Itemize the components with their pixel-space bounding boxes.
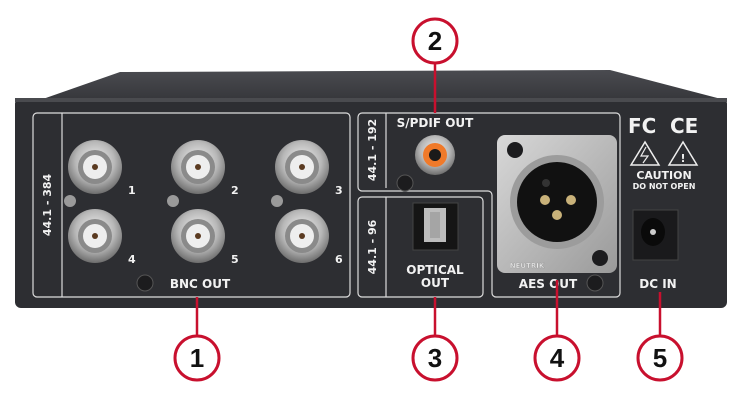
screw-icon: [592, 250, 608, 266]
svg-text:2: 2: [428, 26, 442, 56]
screw-icon: [271, 195, 283, 207]
do-not-open-label: DO NOT OPEN: [633, 182, 696, 191]
dc-in-label: DC IN: [639, 277, 676, 291]
dc-in-jack: [632, 209, 679, 261]
xlr-aes-connector: NEUTRIK: [497, 135, 617, 273]
optical-range-label: 44.1 - 96: [366, 219, 379, 274]
optical-label-line1: OPTICAL: [406, 263, 464, 277]
callout-2: 2: [411, 17, 459, 65]
bnc-connector-1: 1: [68, 140, 136, 197]
screw-icon: [64, 195, 76, 207]
panel-edge: [15, 98, 727, 102]
spdif-aes-section-outline: [357, 112, 621, 298]
bnc-connector-6: 6: [275, 209, 343, 266]
optical-label-line2: OUT: [421, 276, 450, 290]
callout-1: 1: [173, 334, 221, 382]
svg-text:4: 4: [550, 343, 565, 373]
bnc-connector-5: 5: [171, 209, 239, 266]
screw-icon: [586, 274, 604, 292]
fcc-mark: FC: [628, 114, 656, 138]
bnc-port-number: 2: [231, 184, 239, 197]
electric-hazard-icon: [629, 140, 661, 166]
screw-icon: [136, 274, 154, 292]
spdif-range-label: 44.1 - 192: [366, 119, 379, 181]
screw-icon: [167, 195, 179, 207]
caution-label: CAUTION: [636, 169, 691, 182]
bnc-connector-4: 4: [68, 209, 136, 266]
svg-text:3: 3: [428, 343, 442, 373]
bnc-port-number: 3: [335, 184, 343, 197]
rca-spdif-connector: [415, 135, 455, 175]
xlr-brand-logo: NEUTRIK: [510, 262, 545, 270]
bnc-section-outline: [32, 112, 351, 298]
callout-4: 4: [533, 334, 581, 382]
aes-out-label: AES OUT: [519, 277, 578, 291]
bnc-connector-3: 3: [275, 140, 343, 197]
bnc-connector-2: 2: [171, 140, 239, 197]
callout-leaders: [195, 63, 662, 336]
spdif-out-label: S/PDIF OUT: [397, 116, 475, 130]
callout-5: 5: [636, 334, 684, 382]
svg-text:1: 1: [190, 343, 204, 373]
screw-icon: [507, 142, 523, 158]
warning-exclamation: !: [680, 152, 685, 165]
bnc-port-number: 6: [335, 253, 343, 266]
bnc-port-number: 4: [128, 253, 136, 266]
bnc-out-label: BNC OUT: [170, 277, 231, 291]
svg-text:5: 5: [653, 343, 667, 373]
ce-mark: CE: [670, 114, 698, 138]
device-top-face: [40, 70, 725, 100]
lightning-bolt: [639, 146, 650, 164]
optical-toslink-connector: [412, 202, 459, 251]
bnc-port-number: 1: [128, 184, 136, 197]
warning-icon: [667, 140, 699, 166]
bnc-port-number: 5: [231, 253, 239, 266]
screw-icon: [396, 174, 414, 192]
bnc-connectors: 1 2 3 4 5 6: [64, 140, 343, 266]
callout-3: 3: [411, 334, 459, 382]
bnc-range-label: 44.1 - 384: [41, 173, 54, 236]
optical-section-outline: [357, 196, 484, 298]
